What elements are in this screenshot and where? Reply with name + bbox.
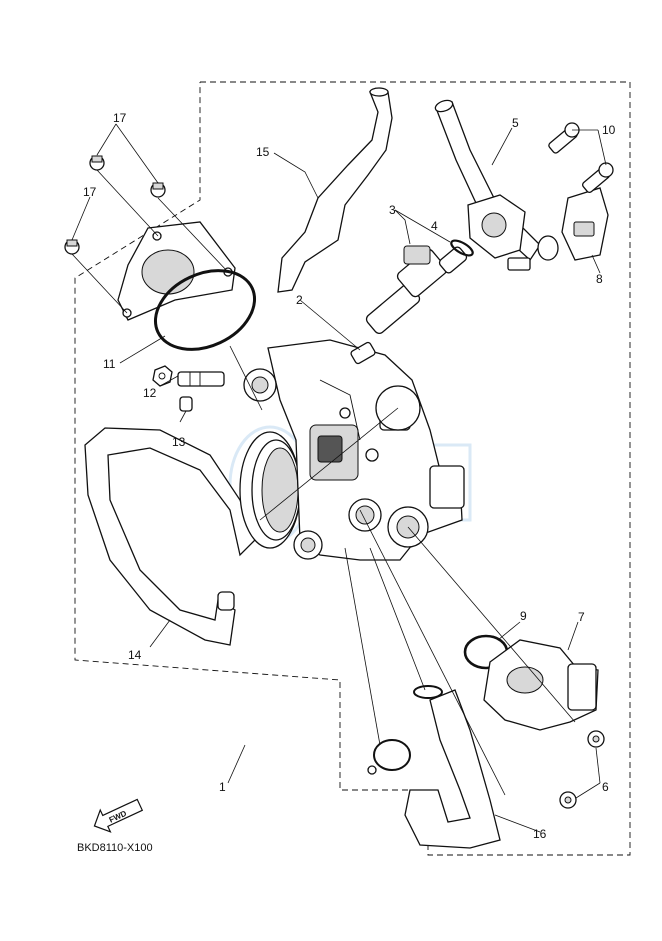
hose-nipple (177, 371, 225, 387)
hose-clamp-upper (413, 685, 443, 699)
callout-2: 2 (296, 293, 303, 307)
callout-13: 13 (172, 435, 186, 449)
callout-14: 14 (128, 648, 142, 662)
callout-9: 9 (520, 609, 527, 623)
screw-part-17-top (89, 155, 105, 171)
screw-part-17-mid (150, 182, 166, 198)
callout-labels: 17 17 15 11 12 13 2 3 4 5 10 8 9 7 6 16 … (83, 111, 616, 841)
hose-part-14 (84, 427, 256, 646)
collar-part-2 (350, 341, 376, 365)
callout-10: 10 (602, 123, 616, 137)
screw-part-6-upper (587, 730, 605, 748)
callout-17-top: 17 (113, 111, 127, 125)
callout-7: 7 (578, 610, 585, 624)
assembly-boundary (74, 81, 631, 856)
fwd-arrow-icon: FWD (93, 798, 144, 833)
bolt-part-10-right (581, 162, 614, 194)
o-ring-part-4 (450, 239, 474, 257)
leader-lines (71, 123, 607, 833)
callout-3: 3 (389, 203, 396, 217)
callout-12: 12 (143, 386, 157, 400)
cover-plate (117, 221, 236, 321)
callout-5: 5 (512, 116, 519, 130)
callout-8: 8 (596, 272, 603, 286)
callout-11: 11 (103, 357, 116, 371)
cap-part-13 (179, 396, 193, 412)
callout-1: 1 (219, 780, 226, 794)
bracket-part-8 (561, 187, 609, 261)
vent-hose-part-15 (277, 87, 393, 293)
sensor-part-7 (483, 639, 599, 731)
o-ring-part-11 (153, 269, 257, 351)
callout-15: 15 (256, 145, 270, 159)
bolt-part-10-left (548, 122, 580, 154)
injector-part-3 (365, 245, 468, 335)
callout-17-left: 17 (83, 185, 97, 199)
hose-part-16 (404, 689, 501, 849)
callout-6: 6 (602, 780, 609, 794)
screw-part-17-left (64, 239, 80, 255)
fuel-fitting-part-5 (434, 99, 559, 271)
throttle-body (239, 339, 465, 561)
diagram-code: BKD8110-X100 (77, 842, 153, 854)
callout-4: 4 (431, 219, 438, 233)
hose-clamp-lower (367, 739, 411, 775)
screw-part-6-lower (559, 791, 577, 809)
nut-part-12 (152, 365, 173, 387)
callout-16: 16 (533, 827, 547, 841)
